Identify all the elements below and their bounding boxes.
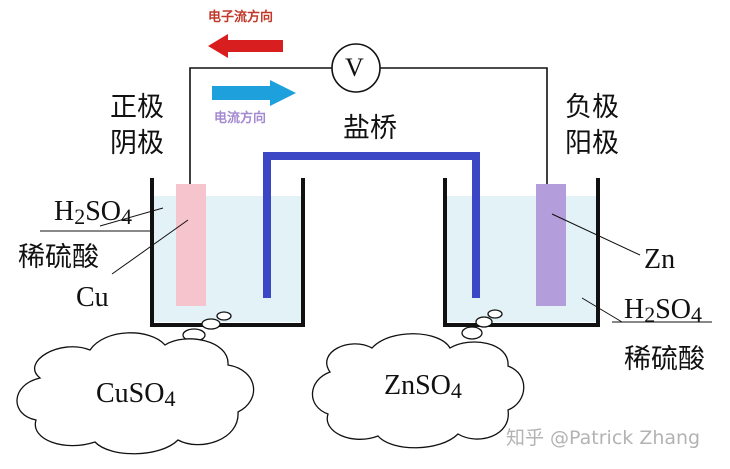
right-acid-formula: H2SO4 <box>624 294 703 327</box>
znso4-label: ZnSO4 <box>384 370 462 403</box>
voltmeter-label: V <box>345 53 364 82</box>
leader-right-acid <box>581 297 623 323</box>
zn-electrode <box>536 184 566 306</box>
right-cloud <box>311 309 525 449</box>
negative-pole-label: 负极 <box>565 92 619 123</box>
leader-left-acid <box>99 207 164 227</box>
left-acid-formula: H2SO4 <box>54 196 133 229</box>
anode-label: 阳极 <box>565 128 619 159</box>
electron-direction-label: 电子流方向 <box>208 10 274 25</box>
cathode-label: 阴极 <box>110 128 164 159</box>
left-acid-name: 稀硫酸 <box>18 242 99 273</box>
leader-zn <box>551 213 641 256</box>
salt-bridge-label: 盐桥 <box>343 113 397 144</box>
zn-label: Zn <box>644 244 676 275</box>
watermark: 知乎 @Patrick Zhang <box>506 427 701 449</box>
electron-direction-arrow <box>208 34 283 58</box>
positive-pole-label: 正极 <box>110 92 164 123</box>
leader-cu <box>111 219 189 275</box>
cuso4-label: CuSO4 <box>96 378 176 411</box>
left-beaker <box>150 178 305 327</box>
right-acid-name: 稀硫酸 <box>624 344 705 375</box>
cu-electrode <box>176 184 206 306</box>
voltmeter-circle <box>331 43 381 93</box>
left-cloud <box>16 311 255 455</box>
salt-bridge-tube <box>263 152 480 298</box>
current-direction-arrow <box>212 80 296 106</box>
cu-label: Cu <box>76 282 109 313</box>
external-wire <box>189 67 332 188</box>
external-wire-right <box>380 67 548 184</box>
current-direction-label: 电流方向 <box>214 111 267 126</box>
right-beaker <box>443 178 600 327</box>
right-solution <box>447 196 596 322</box>
